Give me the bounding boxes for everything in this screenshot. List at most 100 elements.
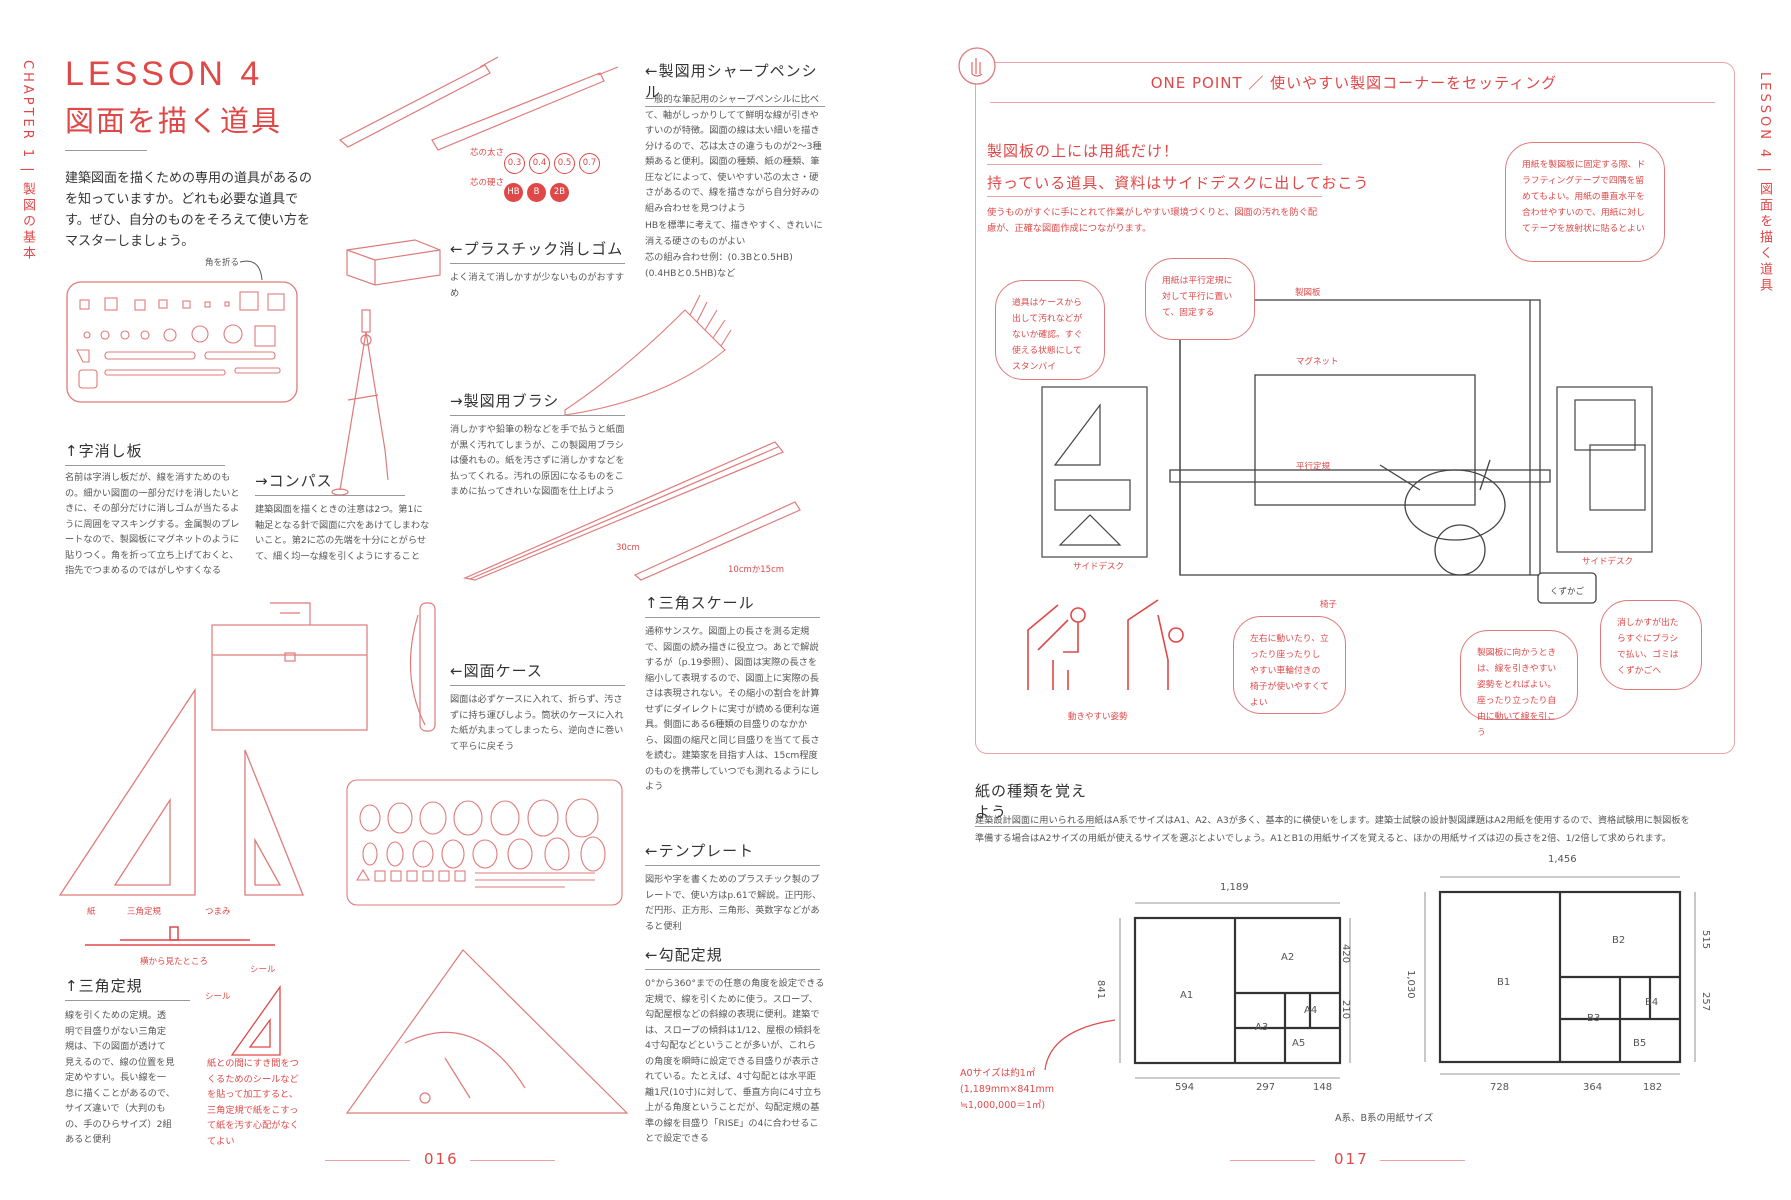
b-label-b4: B4 xyxy=(1645,997,1659,1008)
posture-illustration xyxy=(1027,599,1184,690)
b-dim-width: 1,456 xyxy=(1548,854,1577,865)
section-body-eraser: よく消えて消しかすが少ないものがおすすめ xyxy=(450,272,625,299)
lesson-side-tab: LESSON 4 | 図面を描く道具 xyxy=(1757,72,1772,294)
section-heading-jikeshi: ↑字消し板 xyxy=(65,440,225,466)
side-desk-left-illustration xyxy=(1041,386,1148,558)
label-tsumami: つまみ xyxy=(205,907,231,917)
section-body-template: 図形や字を書くためのプラスチック製のプレートで、使い方はp.61で解説。正円形、… xyxy=(645,874,822,932)
lesson-label: LESSON 4 xyxy=(65,55,264,93)
drafting-desk-illustration xyxy=(1169,299,1551,576)
paper-diagram-caption: A系、B系の用紙サイズ xyxy=(1335,1113,1434,1124)
label-shin-futosa: 芯の太さ xyxy=(470,148,505,158)
heading-rule-2 xyxy=(987,196,1322,197)
speech-bubble-paper: 用紙は平行定規に対して平行に置いて、固定する xyxy=(1145,258,1255,340)
one-point-heading-2: 持っている道具、資料はサイドデスクに出しておこう xyxy=(987,174,1370,192)
heading-rule-1 xyxy=(987,164,1322,165)
section-heading-pencil: ←製図用シャープペンシル xyxy=(645,60,825,107)
a-dim-w1: 594 xyxy=(1175,1082,1195,1093)
pencil-size-07: 0.7 xyxy=(579,153,600,174)
a-dim-width: 1,189 xyxy=(1220,882,1249,893)
triangle-illustration xyxy=(58,687,304,896)
hand-icon xyxy=(958,47,996,85)
label-seizuban: 製図板 xyxy=(1295,288,1321,298)
section-body-compass: 建築図面を描くときの注意は2つ。第1に軸足となる針で図面に穴をあけてしまわないこ… xyxy=(255,504,430,562)
b-series-diagram xyxy=(1424,876,1696,1075)
page-title: 図面を描く道具 xyxy=(65,104,283,138)
section-heading-compass: →コンパス xyxy=(255,470,405,496)
speech-bubble-tape: 用紙を製図板に固定する際、ドラフティングテープで四隅を留めてもよい。用紙の垂直水… xyxy=(1505,142,1665,262)
b-dim-w2: 364 xyxy=(1583,1082,1603,1093)
section-body-triangle: 線を引くための定規。透明で目盛りがない三角定規は、下の図面が透けて見えるので、線… xyxy=(65,1010,175,1145)
page-number-left: 016 xyxy=(424,1150,459,1168)
one-point-heading-1: 製図板の上には用紙だけ！ xyxy=(987,142,1180,160)
section-body-pencil: 一般的な筆記用のシャープペンシルに比べて、軸がしっかりしてて鮮明な線が引きやすい… xyxy=(645,94,822,214)
triangle-side-view xyxy=(85,926,275,946)
label-seal: シール xyxy=(250,965,276,975)
a-dim-w3: 148 xyxy=(1313,1082,1333,1093)
section-heading-scale: ↑三角スケール xyxy=(645,592,820,618)
section-heading-triangle: ↑三角定規 xyxy=(65,975,190,1001)
label-isu: 椅子 xyxy=(1320,600,1338,610)
one-point-box xyxy=(975,62,1735,754)
page-number-rule-right-2 xyxy=(1380,1160,1465,1161)
label-sankaku: 三角定規 xyxy=(127,907,162,917)
b-label-b1: B1 xyxy=(1497,977,1511,988)
pencil-size-03: 0.3 xyxy=(504,153,525,174)
section-body-pencil-2: HBを標準に考えて、描きやすく、きれいに消える硬さのものがよい xyxy=(645,220,823,247)
a0-note-pointer xyxy=(1044,1019,1116,1071)
pencil-size-04: 0.4 xyxy=(529,153,550,174)
a-dim-w2: 297 xyxy=(1256,1082,1276,1093)
label-heiko: 平行定規 xyxy=(1296,462,1331,472)
label-side-desk-left: サイドデスク xyxy=(1073,562,1125,572)
label-yoko: 横から見たところ xyxy=(140,957,209,967)
a-label-a2: A2 xyxy=(1281,952,1295,963)
label-shin-kosa: 芯の硬さ xyxy=(470,178,505,188)
jikeshi-plate-illustration xyxy=(66,260,298,403)
section-heading-case: ←図面ケース xyxy=(450,660,625,686)
paper-section-heading: 紙の種類を覚えよう xyxy=(975,780,1095,827)
b-dim-h1: 515 xyxy=(1700,930,1711,950)
a-dim-h2: 210 xyxy=(1340,1000,1351,1020)
label-10cm: 10cmか15cm xyxy=(728,565,785,575)
b-dim-w3: 182 xyxy=(1643,1082,1663,1093)
pencil-hardness-2b: 2B xyxy=(550,183,569,202)
label-seal-2: シール xyxy=(205,992,231,1002)
a0-note: A0サイズは約1㎡ (1,189mm×841mm ≒1,000,000＝1㎡) xyxy=(960,1066,1054,1114)
side-desk-right-illustration xyxy=(1556,386,1653,553)
paper-section-body: 建築設計図面に用いられる用紙はA系でサイズはA1、A2、A3が多く、基本的に横使… xyxy=(975,815,1690,844)
label-30cm: 30cm xyxy=(616,543,640,553)
b-label-b2: B2 xyxy=(1612,935,1626,946)
section-heading-eraser: ←プラスチック消しゴム xyxy=(450,238,625,264)
section-body-scale: 通称サンスケ。図面上の長さを測る定規で、図面の読み描きに役立つ。あとで解説するが… xyxy=(645,626,820,792)
a0-note-line3: ≒1,000,000＝1㎡) xyxy=(960,1100,1046,1111)
speech-bubble-posture: 製図板に向かうときは、線を引きやすい姿勢をとればよい。座ったり立ったり自由に動い… xyxy=(1460,630,1578,738)
eraser-illustration xyxy=(346,239,441,286)
b-dim-w1: 728 xyxy=(1490,1082,1510,1093)
triangle-seal-illustration xyxy=(230,984,281,1056)
a-series-diagram xyxy=(1119,902,1351,1079)
one-point-body: 使うものがすぐに手にとれて作業がしやすい環境づくりと、図面の汚れを防ぐ配慮が、正… xyxy=(987,207,1318,234)
speech-bubble-tools: 道具はケースから出して汚れなどがないか確認。すぐ使える状態にしてスタンバイ xyxy=(995,280,1105,380)
a0-note-line1: A0サイズは約1㎡ xyxy=(960,1068,1036,1079)
section-body-kobai: 0°から360°までの任意の角度を設定できる定規で、線を引くために使う。スロープ… xyxy=(645,978,825,1144)
label-magnet: マグネット xyxy=(1296,357,1339,367)
scale-illustration xyxy=(463,441,801,581)
b-dim-height: 1,030 xyxy=(1405,970,1416,999)
section-body-case: 図面は必ずケースに入れて、折らず、汚さずに持ち運びしよう。筒状のケースに入れた紙… xyxy=(450,694,624,752)
title-rule xyxy=(65,150,147,151)
pencil-hardness-b: B xyxy=(527,183,546,202)
section-heading-brush: →製図用ブラシ xyxy=(450,390,625,416)
a-dim-h1: 420 xyxy=(1340,944,1351,964)
label-kuzukago: くずかご xyxy=(1550,587,1585,597)
slope-ruler-illustration xyxy=(345,949,629,1114)
case-illustration xyxy=(211,602,436,732)
a-label-a3: A3 xyxy=(1255,1022,1269,1033)
pencil-illustration xyxy=(338,56,619,151)
label-posture: 動きやすい姿勢 xyxy=(1068,712,1128,722)
page-number-rule-right xyxy=(1230,1160,1315,1161)
b-label-b3: B3 xyxy=(1587,1013,1601,1024)
a-dim-height: 841 xyxy=(1095,980,1106,1000)
speech-bubble-trash: 消しかすが出たらすぐにブラシで払い、ゴミはくずかごへ xyxy=(1600,600,1702,690)
